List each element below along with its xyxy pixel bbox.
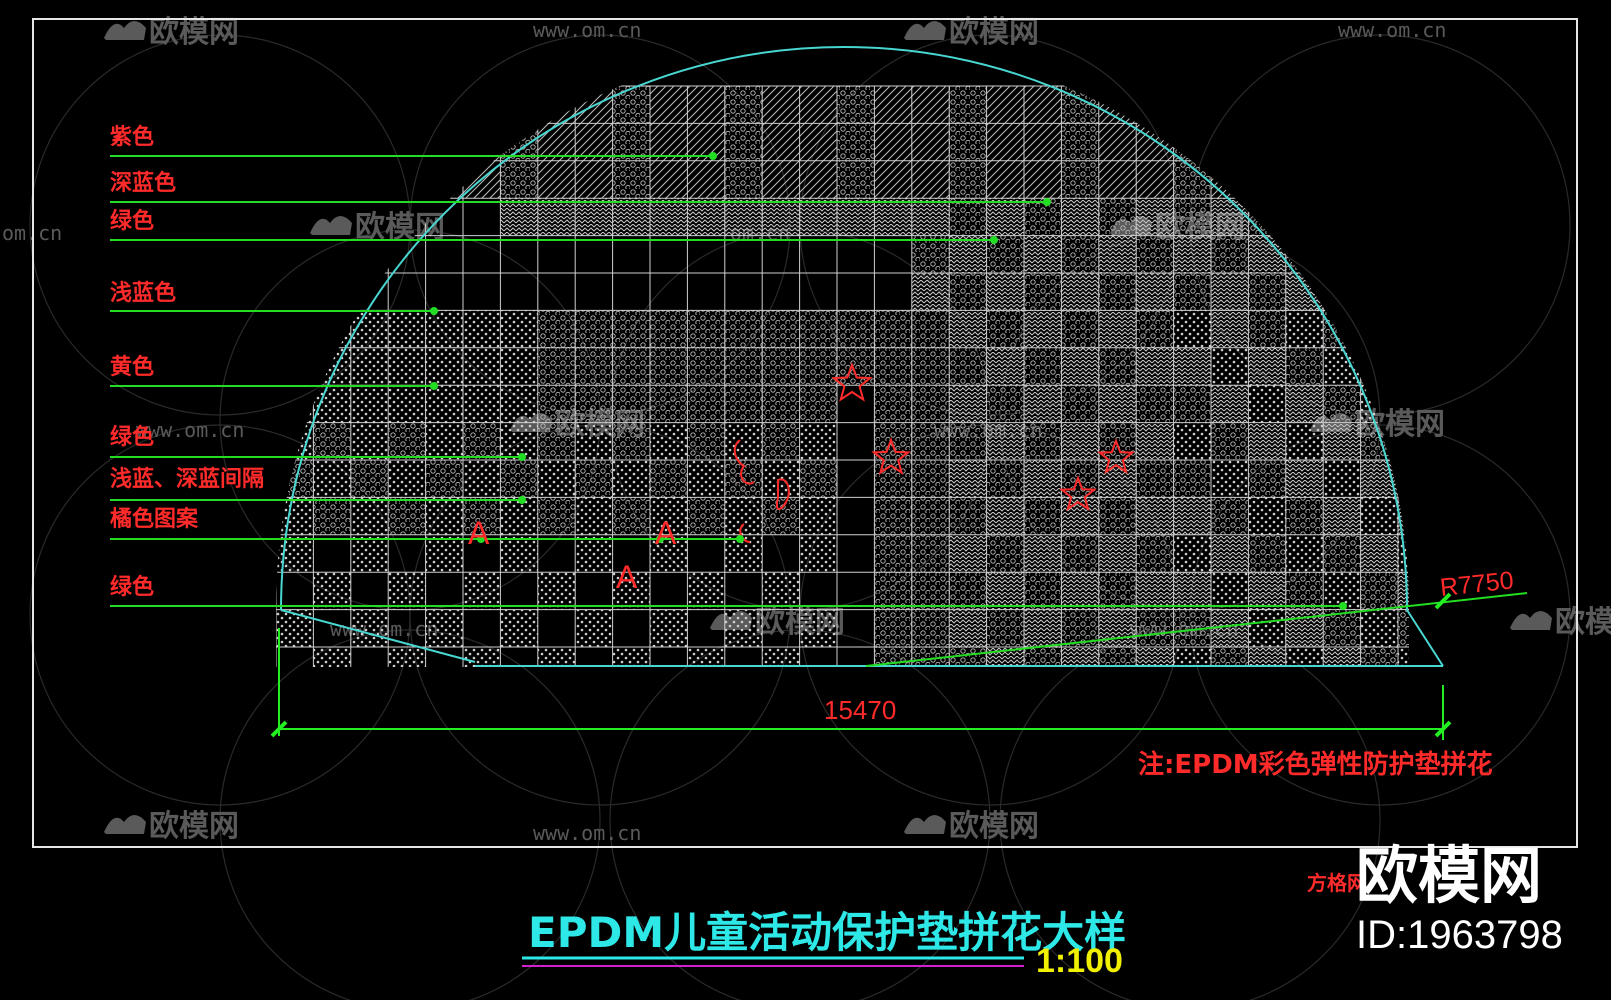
legend-leader-dot: [430, 307, 438, 315]
legend-label: 橘色图案: [110, 506, 199, 532]
watermark-logo: 欧模网: [149, 15, 239, 50]
watermark-sofa-icon: [104, 815, 146, 834]
legend-row: 黄色: [110, 354, 438, 390]
watermark-sofa-icon: [104, 21, 146, 40]
watermark-logo: 欧模网: [949, 15, 1039, 50]
orange-motif-group: [733, 362, 1135, 543]
legend-label: 绿色: [110, 574, 154, 600]
watermark-logo: 欧模网: [949, 809, 1039, 844]
material-note: 注:EPDM彩色弹性防护垫拼花: [1138, 749, 1493, 780]
legend-leader-dot: [1043, 198, 1051, 206]
watermark-sofa-icon: [1510, 611, 1552, 630]
star-motif: [1097, 438, 1135, 475]
radius-leader: [865, 592, 1528, 667]
legend-label: 绿色: [110, 208, 154, 234]
drawing-frame: [32, 18, 1578, 848]
legend-leader-dot: [990, 236, 998, 244]
legend-label: 绿色: [110, 424, 154, 450]
legend-leader-dot: [709, 152, 717, 160]
drawing-scale: 1:100: [1036, 942, 1123, 980]
watermark-logo: 欧模网: [149, 809, 239, 844]
corner-id: ID:1963798: [1356, 913, 1563, 957]
legend-row: 紫色: [110, 124, 717, 160]
watermark-logo: 欧模网: [1555, 605, 1611, 640]
legend-row: 绿色: [110, 424, 526, 461]
drawing-title: EPDM儿童活动保护垫拼花大样: [528, 908, 1126, 957]
watermark-site: www.om.cn: [1338, 18, 1446, 42]
watermark-site: www.om.cn: [533, 821, 641, 845]
letter-a-motif: A: [655, 515, 677, 551]
legend-label: 深蓝色: [110, 170, 176, 196]
star-motif: [871, 437, 911, 475]
legend-leader-dot: [477, 535, 485, 543]
legend-row: 浅蓝色: [110, 280, 438, 315]
legend-row: 橘色图案: [110, 506, 744, 543]
watermark-site: www.om.cn: [533, 18, 641, 42]
footprint-motif: [776, 478, 790, 510]
corner-brand-logo: 欧模网: [1356, 839, 1542, 912]
legend-label: 浅蓝色: [110, 280, 176, 306]
star-motif: [831, 362, 873, 402]
watermark-sofa-icon: [310, 216, 352, 235]
footprint-motif: [733, 439, 755, 485]
watermark-sofa-icon: [904, 815, 946, 834]
legend-row: 浅蓝、深蓝间隔: [110, 467, 526, 504]
legend-leader-dot: [518, 496, 526, 504]
letter-a-motif: A: [616, 559, 638, 595]
legend-leader-dot: [430, 382, 438, 390]
legend-leader-dot: [736, 535, 744, 543]
legend-label: 紫色: [110, 124, 154, 150]
legend-label: 浅蓝、深蓝间隔: [110, 467, 264, 492]
legend-leader-dot: [1339, 602, 1347, 610]
star-motif: [1059, 475, 1097, 512]
legend-row: 绿色: [110, 574, 1347, 610]
watermark-circle: [219, 629, 601, 1000]
base-boundary: [280, 609, 1443, 667]
legend-label: 黄色: [110, 354, 154, 380]
letter-a-motif: A: [468, 515, 490, 551]
legend-row: 绿色: [110, 208, 998, 244]
corner-partial-text: 方格网: [1307, 871, 1367, 895]
watermark-sofa-icon: [904, 21, 946, 40]
radius-dimension-label: R7750: [1439, 566, 1515, 602]
dimension-group: 15470 R7750: [270, 566, 1515, 740]
legend-leader-dot: [518, 453, 526, 461]
watermark-site: www.om.cn: [136, 418, 244, 442]
semicircle-outline: [280, 46, 1444, 667]
legend-leader-dot: [656, 535, 664, 543]
width-dimension-label: 15470: [824, 695, 896, 725]
legend-row: 深蓝色: [110, 170, 1051, 206]
